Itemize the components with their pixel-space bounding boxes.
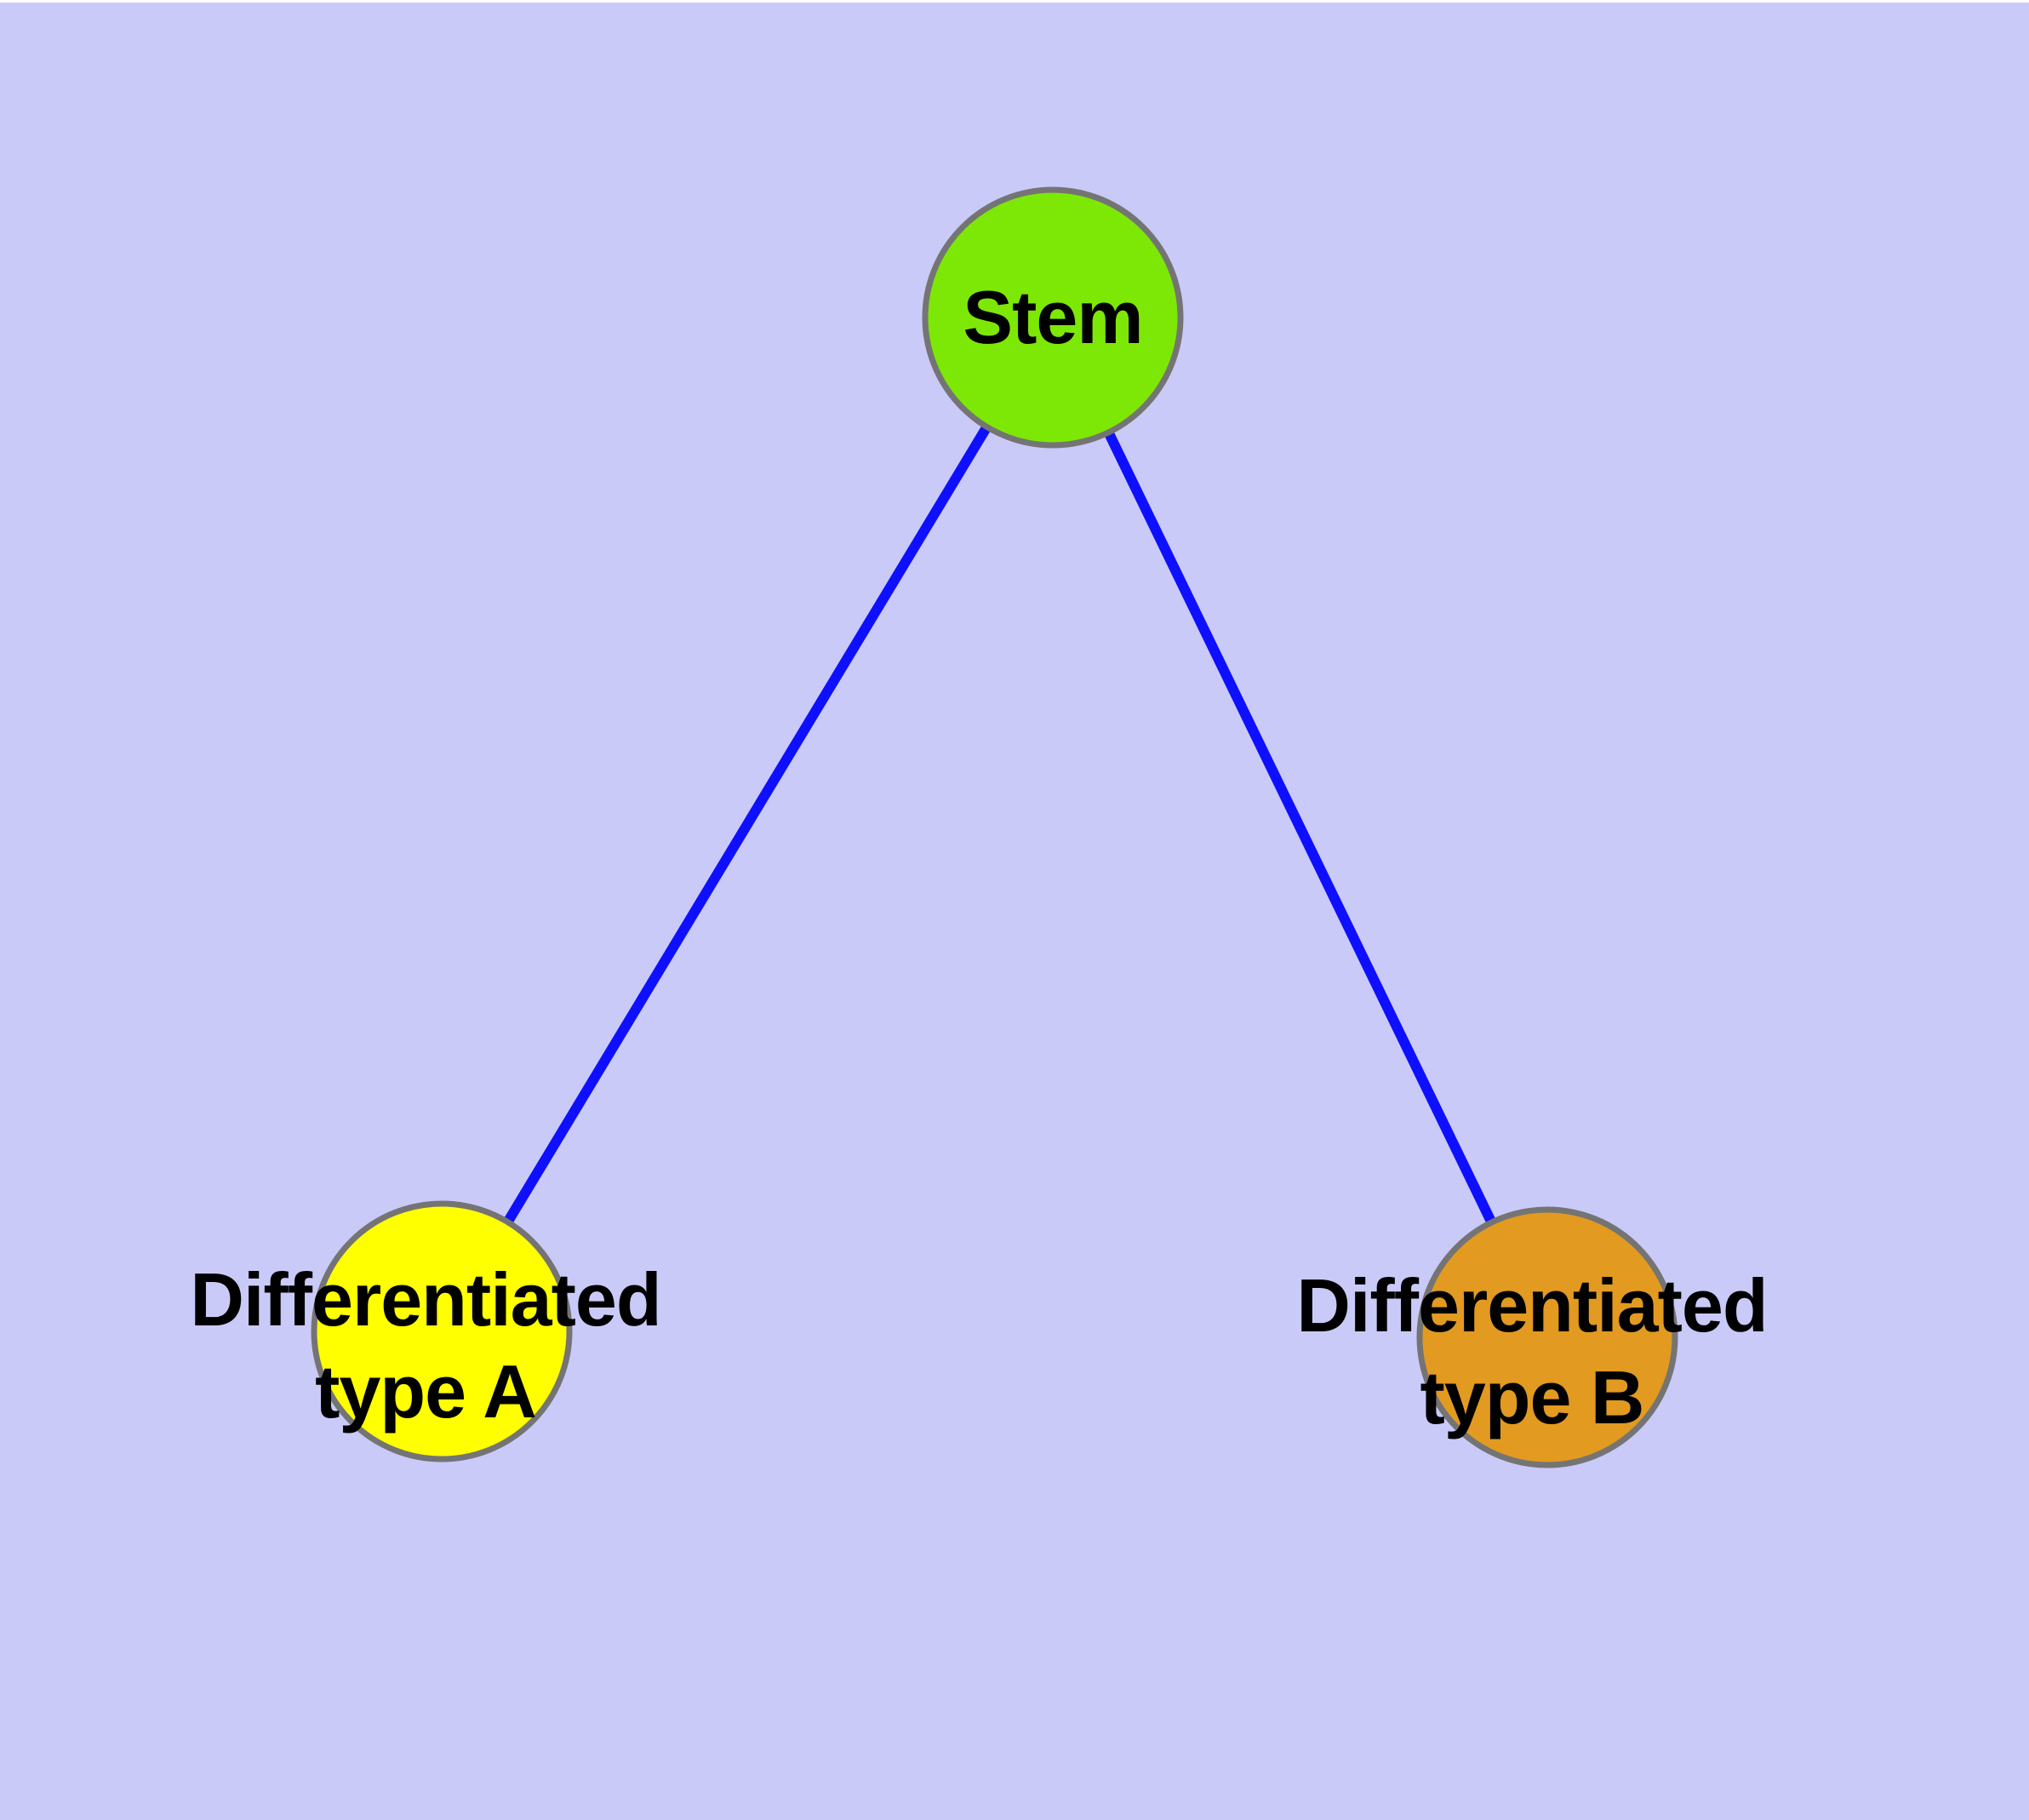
node-label-type-b: Differentiated type B <box>1296 1263 1768 1439</box>
node-type-a-circle <box>311 1200 573 1462</box>
edge-stem-to-type-a <box>437 314 1058 1335</box>
node-stem-circle <box>922 186 1184 449</box>
node-label-type-a: Differentiated type A <box>190 1257 661 1434</box>
top-margin-strip <box>0 0 2029 3</box>
edge-stem-to-type-b <box>1048 315 1552 1340</box>
node-type-b-circle <box>1416 1206 1678 1468</box>
node-label-stem: Stem <box>963 275 1143 359</box>
